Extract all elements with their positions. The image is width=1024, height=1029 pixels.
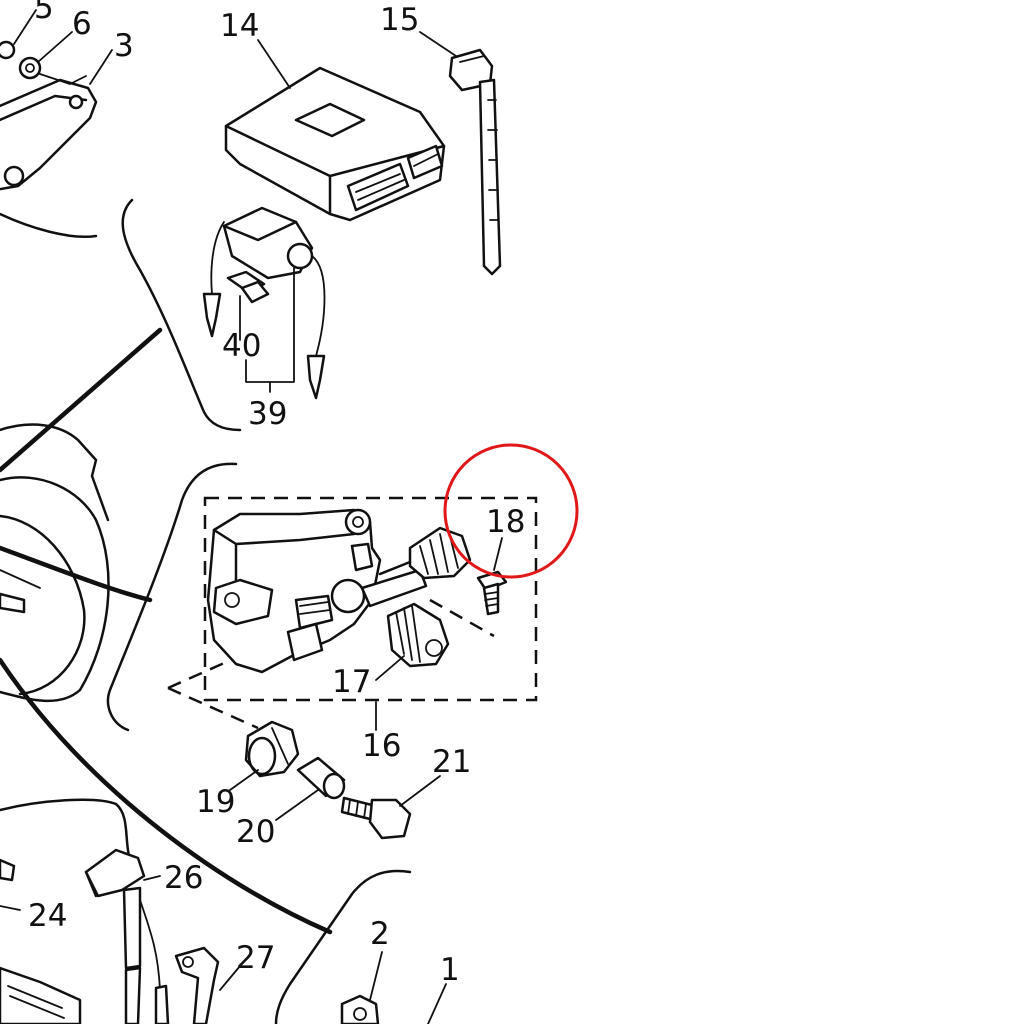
label-3: 3 <box>114 28 134 64</box>
part-5-washer <box>0 9 37 60</box>
part-17-fitting <box>386 602 450 668</box>
label-14: 14 <box>220 8 259 44</box>
harness-line-upper <box>0 327 163 473</box>
label-2: 2 <box>370 916 390 952</box>
highlight-circle <box>443 443 579 579</box>
part-15-coupler <box>448 48 502 276</box>
part-14-control-unit <box>224 66 446 222</box>
label-16: 16 <box>362 728 401 764</box>
callout-bracket-upper <box>121 198 242 432</box>
label-27: 27 <box>236 940 275 976</box>
part-2-nut <box>340 994 380 1026</box>
part-19-grommet <box>244 720 300 778</box>
label-19: 19 <box>196 784 235 820</box>
harness-line-lower <box>0 657 333 935</box>
part-16-dashed-box <box>203 496 538 702</box>
label-26: 26 <box>164 860 203 896</box>
part-bottom-left-fragment <box>0 966 82 1026</box>
part-40-pins <box>226 270 270 304</box>
label-6: 6 <box>72 6 92 42</box>
part-26-lead <box>84 848 170 1026</box>
part-3-bracket <box>0 78 98 238</box>
part-21-bolt <box>340 796 412 840</box>
label-1: 1 <box>440 952 460 988</box>
part-6-grommet <box>18 31 87 85</box>
label-39: 39 <box>248 396 287 432</box>
label-20: 20 <box>236 814 275 850</box>
part-16-unit-body <box>206 508 428 674</box>
part-39-sensor <box>202 206 326 400</box>
part-16-boot <box>408 526 472 580</box>
label-15: 15 <box>380 2 419 38</box>
frame-fragment <box>0 423 110 703</box>
part-27-terminal <box>174 946 220 1026</box>
part-24-clip <box>0 858 21 911</box>
part-18-screw <box>476 570 508 616</box>
bottom-left-bracket <box>0 798 132 862</box>
harness-line-middle <box>0 545 153 603</box>
label-40: 40 <box>222 328 261 364</box>
label-18: 18 <box>486 504 525 540</box>
part-20-collar <box>296 756 346 800</box>
label-24: 24 <box>28 898 67 934</box>
callout-bracket-lower <box>106 462 238 732</box>
label-17: 17 <box>332 664 371 700</box>
label-5: 5 <box>34 0 54 26</box>
bottom-right-bracket <box>274 869 412 1026</box>
leader-to-19 <box>167 654 259 730</box>
label-21: 21 <box>432 744 471 780</box>
